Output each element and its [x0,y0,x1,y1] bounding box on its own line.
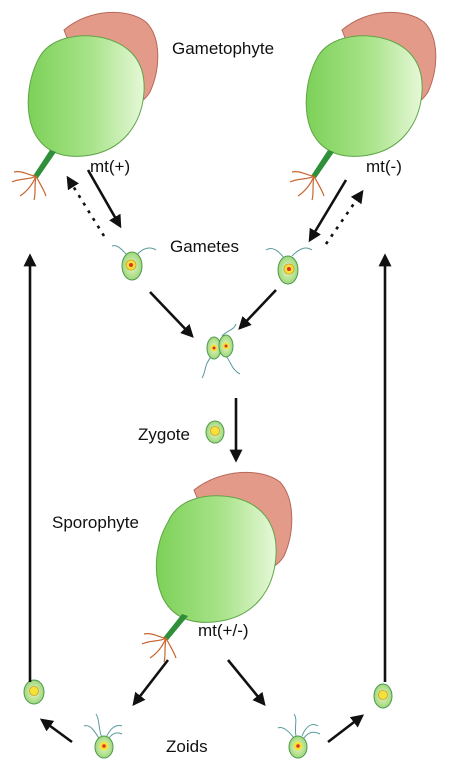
arrow-gamete-left-to-fusion [149,291,194,338]
fusing-gametes-icon [201,323,241,379]
label-mt-plus-minus: mt(+/-) [198,621,249,640]
zygote-icon [205,420,225,444]
arrow-gametophyte-plus-to-gamete [86,169,122,229]
arrow-gametophyte-minus-to-gamete [308,179,348,243]
arrow-sporophyte-to-zoid-right [226,659,266,707]
label-zoids: Zoids [166,737,208,756]
gametophyte-left-icon [11,11,159,201]
label-gametes: Gametes [170,237,239,256]
gamete-right-icon [265,247,313,285]
arrow-zoid-left-to-far-left [39,718,73,744]
dotted-arrow-gamete-right-to-gametophyte [324,189,364,245]
label-mt-plus: mt(+) [90,157,130,176]
zoid-left-icon [83,713,123,759]
label-mt-minus: mt(-) [366,157,402,176]
sporophyte-icon [141,471,293,663]
zoid-far-left-icon [23,679,45,705]
zoid-right-icon [277,713,321,759]
label-zygote: Zygote [138,425,190,444]
dotted-arrow-gamete-left-to-gametophyte [66,175,106,237]
arrow-sporophyte-to-zoid-left [132,659,170,707]
arrow-zoid-right-to-far-right [327,714,365,744]
zoid-far-right-icon [373,683,393,709]
gamete-left-icon [111,245,157,281]
gametophyte-right-icon [289,11,437,201]
label-sporophyte: Sporophyte [52,513,139,532]
arrow-gamete-right-to-fusion [238,289,277,330]
label-gametophyte: Gametophyte [172,39,274,58]
